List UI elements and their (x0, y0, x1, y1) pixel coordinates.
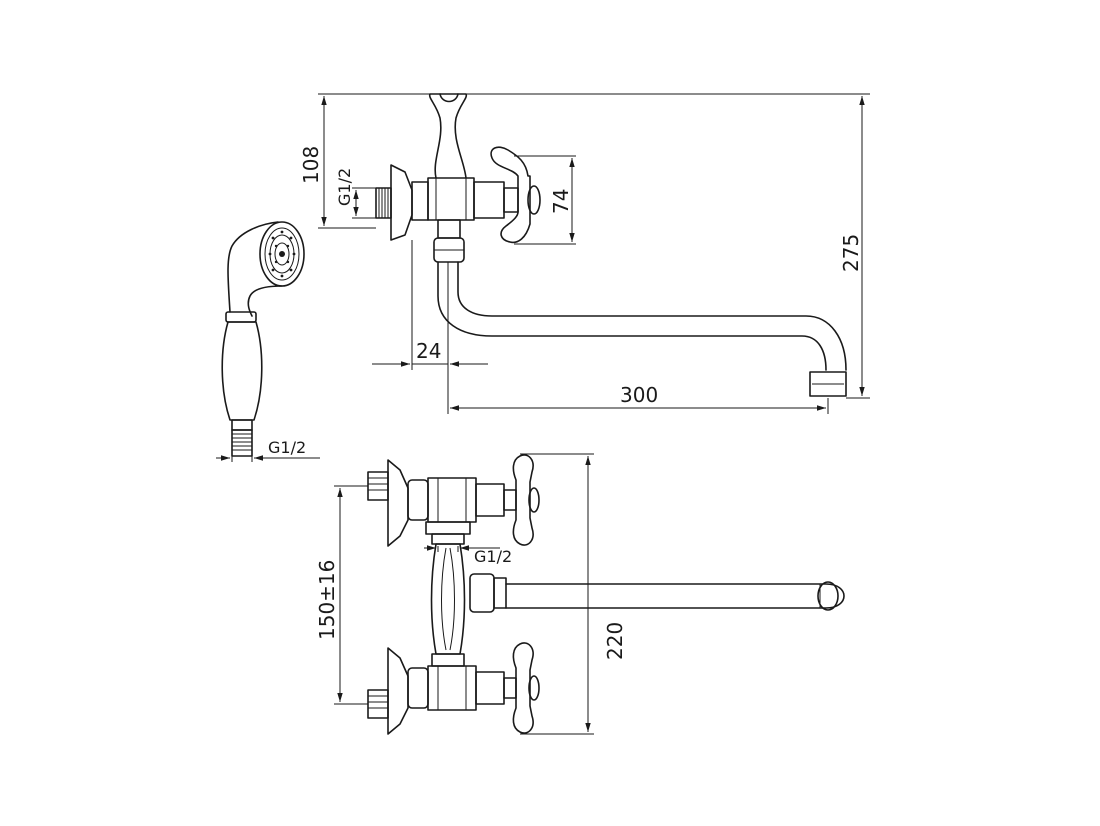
dimension-inlet-thread: G1/2 (335, 168, 376, 219)
front-upper-cross-handle (512, 454, 534, 546)
front-upper-valve (407, 454, 540, 546)
front-lower-cross-handle (512, 642, 534, 734)
side-wall-flange (390, 164, 413, 241)
side-spout-swivel (433, 219, 465, 263)
front-view: G1/2 150±16 220 (315, 453, 845, 735)
side-connector-nut (411, 181, 429, 221)
dimension-hand-shower-thread-label: G1/2 (268, 438, 306, 457)
side-handle-bonnet (473, 181, 505, 219)
dimension-inlet-thread-label: G1/2 (335, 168, 354, 206)
side-cross-handle (490, 146, 531, 244)
dimension-220: 220 (520, 453, 627, 735)
dimension-74: 74 (514, 155, 576, 245)
hand-shower-grip (221, 321, 263, 421)
dimension-150: 150±16 (315, 485, 368, 705)
front-lower-inlet (367, 647, 409, 735)
dimension-300: 300 (447, 370, 829, 414)
hand-shower: G1/2 (216, 221, 320, 462)
dimension-108-label: 108 (299, 146, 323, 184)
front-upper-inlet (367, 459, 409, 547)
dimension-24: 24 (372, 240, 488, 370)
dimension-150-label: 150±16 (315, 560, 339, 640)
side-valve-body (427, 177, 475, 221)
front-lower-valve (407, 642, 540, 734)
side-diverter-lever (428, 93, 468, 179)
dimension-300-label: 300 (620, 383, 658, 407)
hand-shower-thread (231, 419, 253, 457)
dimension-front-shower-thread-label: G1/2 (474, 547, 512, 566)
dimension-275: 275 (466, 93, 870, 399)
side-inlet-thread (375, 187, 392, 219)
dimension-front-shower-thread: G1/2 (424, 545, 512, 566)
side-spout-tube (437, 261, 827, 371)
dimension-74-label: 74 (549, 189, 573, 214)
dimension-275-label: 275 (839, 234, 863, 272)
side-spout-aerator (809, 371, 847, 397)
dimension-108: 108 (299, 93, 430, 229)
front-central-column (425, 521, 471, 667)
hand-shower-nozzles (268, 230, 296, 278)
dimension-220-label: 220 (603, 622, 627, 660)
side-view: 108 G1/2 74 275 24 (299, 93, 870, 414)
dimension-24-label: 24 (416, 339, 441, 363)
dimension-hand-shower-thread: G1/2 (216, 438, 320, 462)
front-spout (469, 573, 845, 613)
